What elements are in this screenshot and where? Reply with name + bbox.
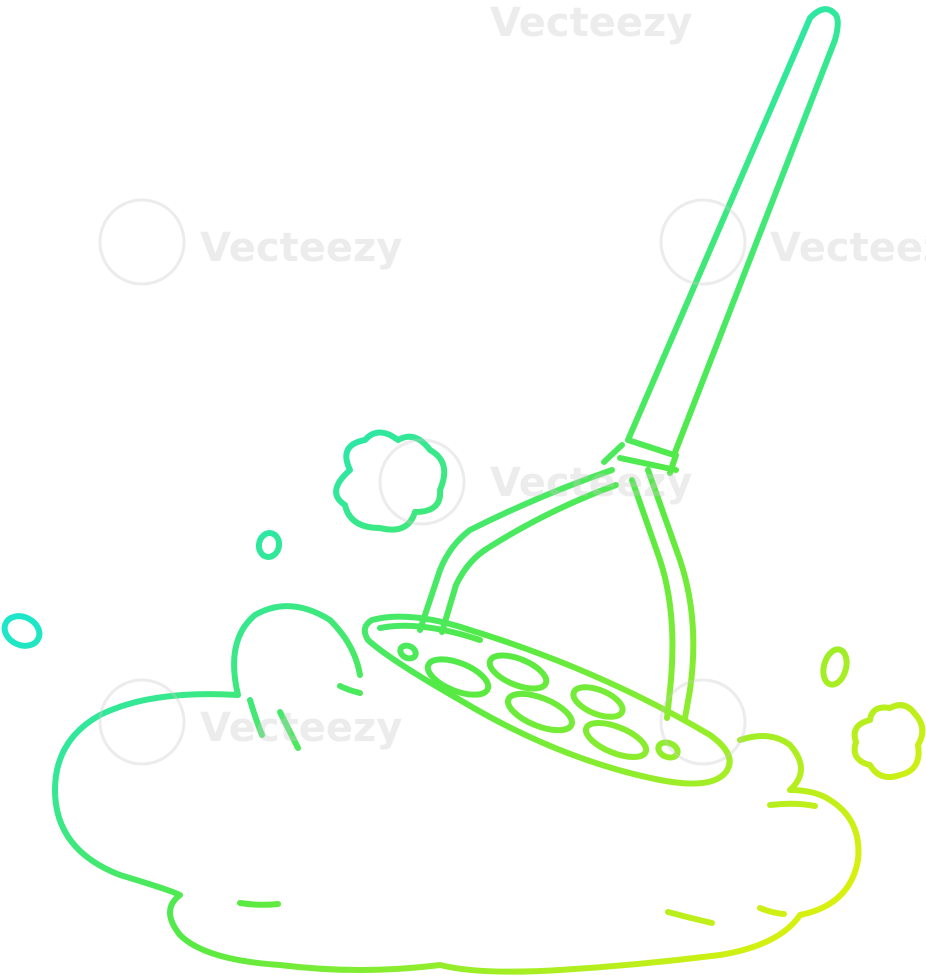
vecteezy-logo-icon xyxy=(378,438,466,526)
plate-hole xyxy=(397,642,419,662)
potato-detail xyxy=(237,900,281,908)
droplet xyxy=(820,646,850,688)
masher-handle xyxy=(625,6,841,458)
potato-detail xyxy=(665,909,715,926)
masher-collar xyxy=(617,437,679,473)
droplet xyxy=(255,530,283,560)
masher-wire-right-inner xyxy=(629,477,676,721)
masher-plate-rim xyxy=(377,622,483,643)
vecteezy-logo-icon xyxy=(98,198,186,286)
potato-detail xyxy=(757,905,787,917)
vecteezy-logo-icon xyxy=(659,198,747,286)
potato-detail xyxy=(247,697,265,738)
steam-puff-top xyxy=(333,429,448,533)
potato-detail xyxy=(767,800,818,809)
potato-detail xyxy=(337,683,363,696)
droplet xyxy=(1,613,43,649)
plate-hole xyxy=(505,690,575,734)
masher-plate xyxy=(361,613,733,787)
masher-wire-left-inner xyxy=(439,482,619,635)
masher-wire-left xyxy=(417,467,615,633)
potato-detail xyxy=(277,709,301,751)
vecteezy-logo-icon xyxy=(98,678,186,766)
plate-hole xyxy=(486,652,550,692)
vecteezy-logo-icon xyxy=(659,678,747,766)
mashed-potato-outline xyxy=(52,603,862,975)
steam-puff-right xyxy=(851,702,926,780)
plate-hole xyxy=(424,656,492,698)
plate-hole xyxy=(655,739,681,761)
plate-hole xyxy=(582,720,650,760)
masher-wire-right xyxy=(645,467,697,721)
plate-hole xyxy=(570,684,626,720)
masher-collar-side xyxy=(601,442,679,476)
